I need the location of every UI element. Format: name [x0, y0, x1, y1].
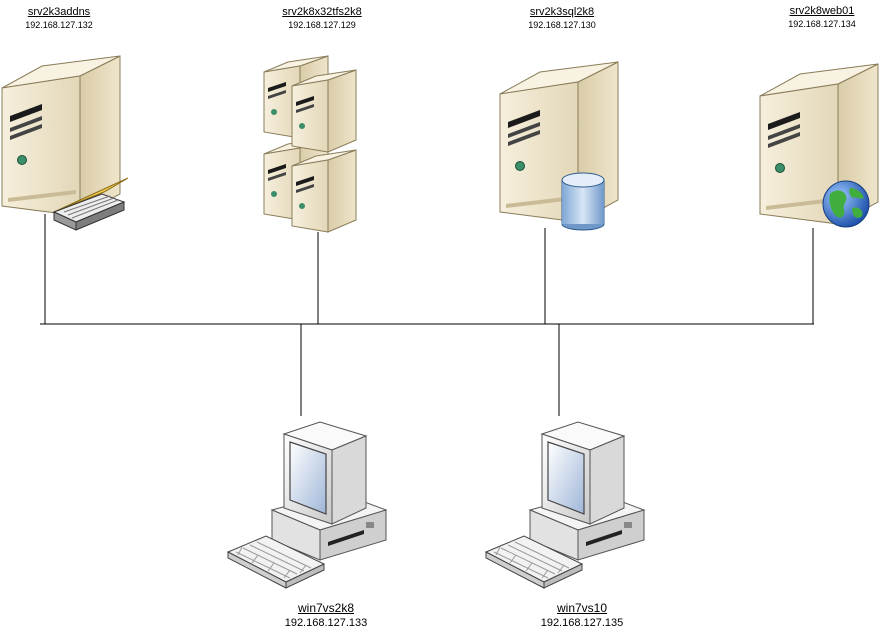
server-with-database-icon — [499, 61, 619, 231]
desktop-computer-icon — [227, 421, 387, 589]
server-ip: 192.168.127.129 — [288, 20, 356, 30]
server-name: srv2k8x32tfs2k8 — [282, 6, 362, 18]
server-label: srv2k8x32tfs2k8 192.168.127.129 — [262, 6, 382, 31]
server-label: srv2k8web01 192.168.127.134 — [762, 5, 882, 30]
workstation-label: win7vs2k8 192.168.127.133 — [256, 601, 396, 631]
workstation-ip: 192.168.127.133 — [284, 617, 368, 629]
server-cluster-icon — [263, 55, 357, 233]
server-label: srv2k3sql2k8 192.168.127.130 — [502, 6, 622, 31]
server-label: srv2k3addns 192.168.127.132 — [0, 6, 118, 31]
server-with-directory-book-icon — [1, 55, 129, 231]
server-ip: 192.168.127.134 — [788, 19, 856, 29]
workstation-name: win7vs2k8 — [297, 601, 355, 615]
server-name: srv2k3addns — [27, 6, 91, 18]
server-with-globe-icon — [759, 63, 879, 228]
server-name: srv2k3sql2k8 — [529, 6, 595, 18]
server-ip: 192.168.127.132 — [25, 20, 93, 30]
network-links — [40, 214, 814, 416]
workstation-ip: 192.168.127.135 — [540, 617, 624, 629]
desktop-computer-icon — [485, 421, 645, 589]
server-ip: 192.168.127.130 — [528, 20, 596, 30]
server-name: srv2k8web01 — [789, 5, 855, 17]
workstation-label: win7vs10 192.168.127.135 — [512, 601, 652, 631]
workstation-name: win7vs10 — [556, 601, 608, 615]
